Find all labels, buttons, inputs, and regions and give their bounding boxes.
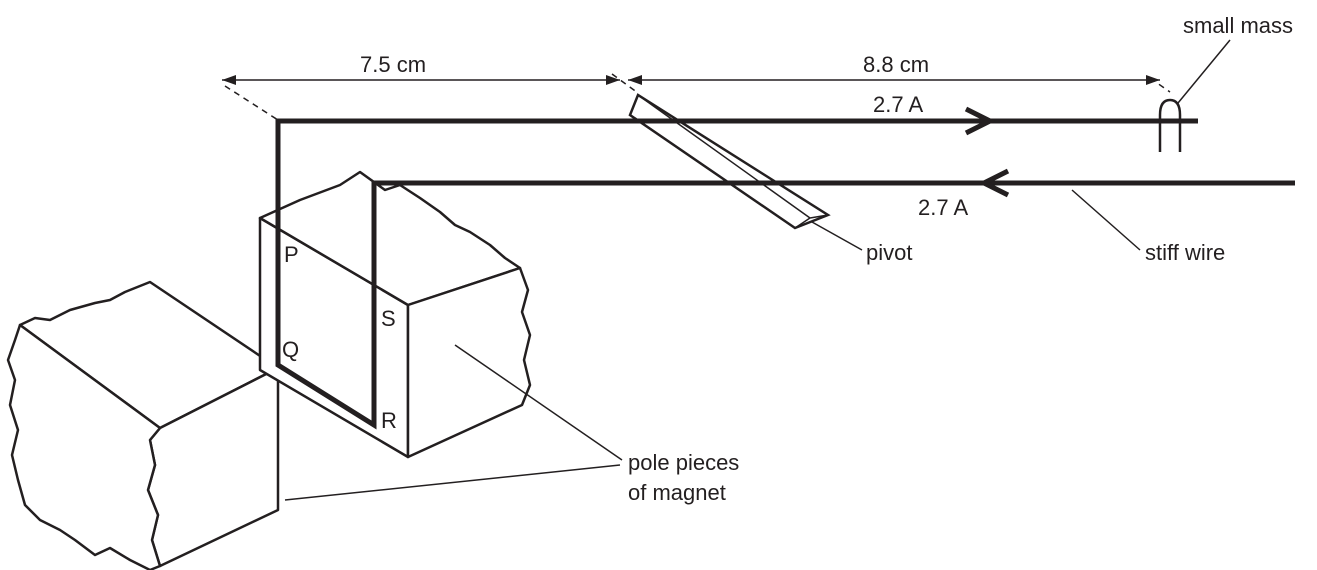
small-mass-label: small mass <box>1183 13 1293 38</box>
point-s-label: S <box>381 306 396 331</box>
current-arrow-top <box>964 106 996 136</box>
dimension-arrow-right <box>628 75 1160 85</box>
current-label-bottom: 2.7 A <box>918 195 968 220</box>
point-p-label: P <box>284 242 299 267</box>
top-wire <box>275 118 1295 430</box>
pivot-prism <box>628 93 831 230</box>
pole-pieces-label-line1: pole pieces <box>628 450 739 475</box>
point-q-label: Q <box>282 337 299 362</box>
right-pole-top-face <box>258 170 522 307</box>
pole-pieces-label-line2: of magnet <box>628 480 726 505</box>
point-r-label: R <box>381 408 397 433</box>
current-label-top: 2.7 A <box>873 92 923 117</box>
pivot-prism-ridge <box>637 94 829 229</box>
pivot-prism-outline <box>628 93 831 230</box>
small-mass-icon <box>1158 98 1182 152</box>
pivot-label: pivot <box>866 240 912 265</box>
stiff-wire-label: stiff wire <box>1145 240 1225 265</box>
dimension-label-left: 7.5 cm <box>360 52 426 77</box>
leader-lines <box>284 39 1231 501</box>
left-pole-piece <box>6 280 280 570</box>
left-pole-broken-face <box>6 323 162 570</box>
right-pole-front-face <box>406 266 532 459</box>
stiff-wire-loop <box>275 106 1295 430</box>
dimension-extension-lines <box>224 73 1171 121</box>
dimension-label-right: 8.8 cm <box>863 52 929 77</box>
dimension-arrow-left <box>222 75 620 85</box>
right-pole-piece <box>258 170 532 459</box>
current-arrow-bottom <box>978 168 1010 198</box>
